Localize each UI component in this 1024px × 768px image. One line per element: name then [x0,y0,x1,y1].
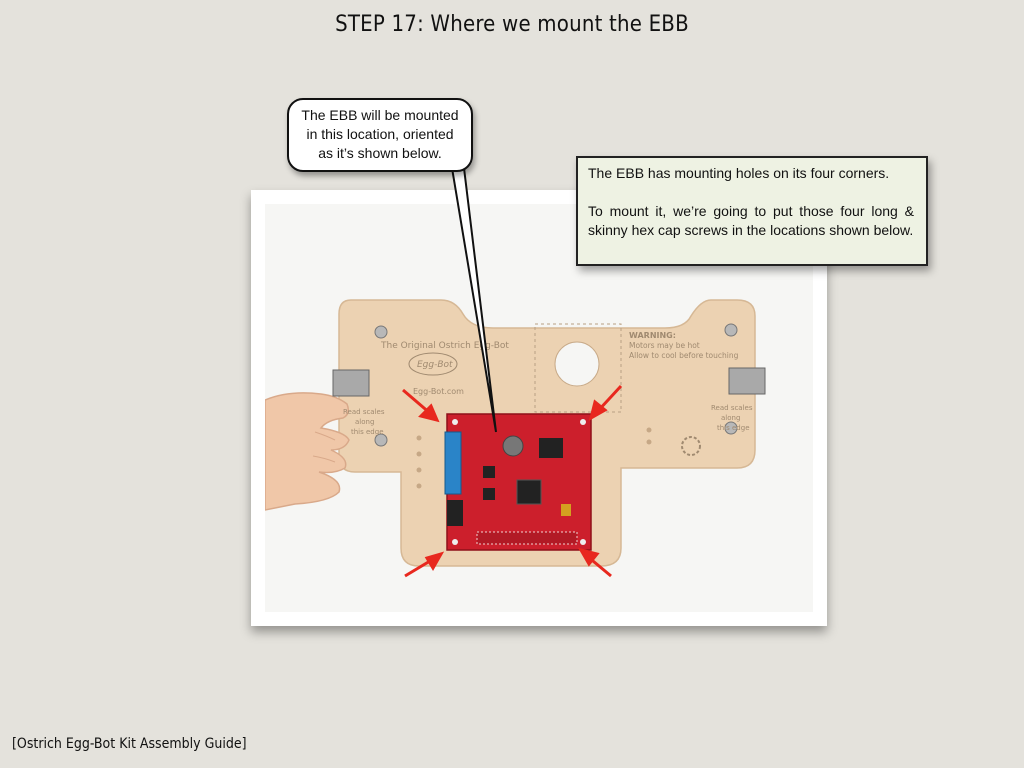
photo: The Original Ostrich Egg-Bot Egg-Bot Egg… [265,204,813,612]
callout-line-3: as it’s shown below. [318,145,442,161]
warning-line-1: Motors may be hot [629,341,700,350]
terminal-block [444,431,462,495]
red-arrow-icon [402,388,440,423]
red-arrow-icon [588,384,623,422]
logo-engraving: Egg-Bot [417,360,453,370]
warning-line-2: Allow to cool before touching [629,351,739,360]
egg-bot-photo: The Original Ostrich Egg-Bot Egg-Bot Egg… [265,299,766,578]
left-scale-line-3: this edge [351,428,384,436]
microcontroller-chip [516,479,542,505]
info-note: The EBB has mounting holes on its four c… [576,156,928,266]
screw-icon [724,323,738,337]
right-scale-line-2: along [721,414,740,422]
callout-line-1: The EBB will be mounted [301,107,459,123]
screw-icon [374,433,388,447]
left-scale-line-1: Read scales [343,408,385,416]
left-scale-line-2: along [355,418,374,426]
red-arrow-icon [577,547,612,578]
screw-icon [724,421,738,435]
slide-title: STEP 17: Where we mount the EBB [335,12,689,37]
red-arrow-icon [404,551,445,578]
brand-engraving: The Original Ostrich Egg-Bot [380,341,509,351]
note-paragraph-1: The EBB has mounting holes on its four c… [588,165,890,181]
right-scale-line-1: Read scales [711,404,753,412]
motor-hole [554,341,600,387]
ebb-circuit-board [446,413,592,551]
warning-title: WARNING: [629,331,676,340]
left-clip [332,369,370,397]
footer: [Ostrich Egg-Bot Kit Assembly Guide] [12,736,247,752]
gear-icon [681,436,701,456]
url-engraving: Egg-Bot.com [413,387,464,396]
speech-callout: The EBB will be mounted in this location… [287,98,473,172]
screw-icon [374,325,388,339]
note-paragraph-2: To mount it, we’re going to put those fo… [588,203,914,238]
hand [265,392,350,511]
callout-line-2: in this location, oriented [306,126,454,142]
right-scale-line-3: this edge [717,424,750,432]
right-clip [728,367,766,395]
